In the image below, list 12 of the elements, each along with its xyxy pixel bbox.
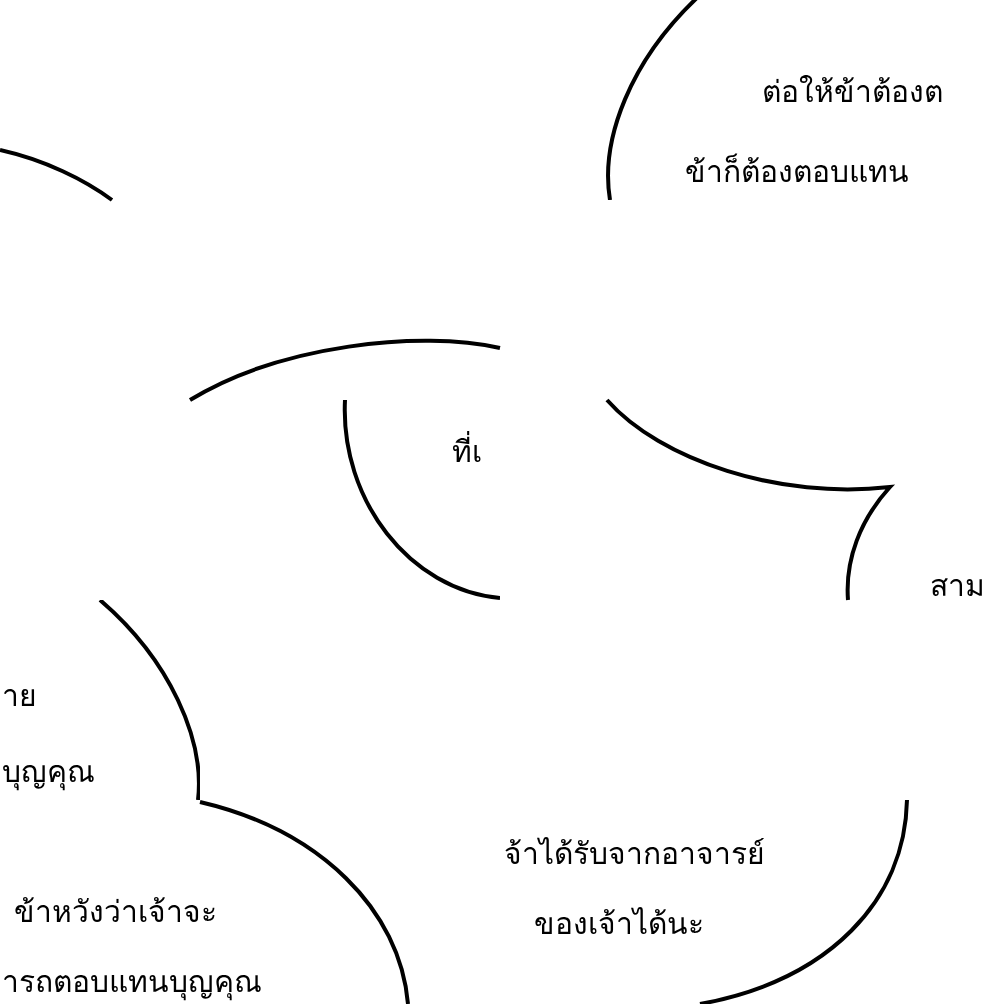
speech-text: ารถตอบแทนบุญคุณ (2, 963, 262, 1002)
speech-text: ข้าหวังว่าเจ้าจะ (14, 893, 217, 931)
speech-text: ต่อให้ข้าต้องต (762, 73, 943, 111)
speech-text: จ้าได้รับจากอาจารย์ (504, 835, 765, 873)
speech-bubble (340, 400, 500, 600)
speech-text: ของเจ้าได้นะ (534, 905, 704, 943)
speech-text: สาม (930, 567, 985, 605)
speech-text: ข้าก็ต้องตอบแทน (685, 152, 909, 191)
speech-text: าย (2, 677, 37, 715)
speech-bubble (0, 600, 200, 800)
speech-text: บุญคุณ (2, 753, 95, 792)
speech-text: ที่เ (452, 432, 482, 472)
